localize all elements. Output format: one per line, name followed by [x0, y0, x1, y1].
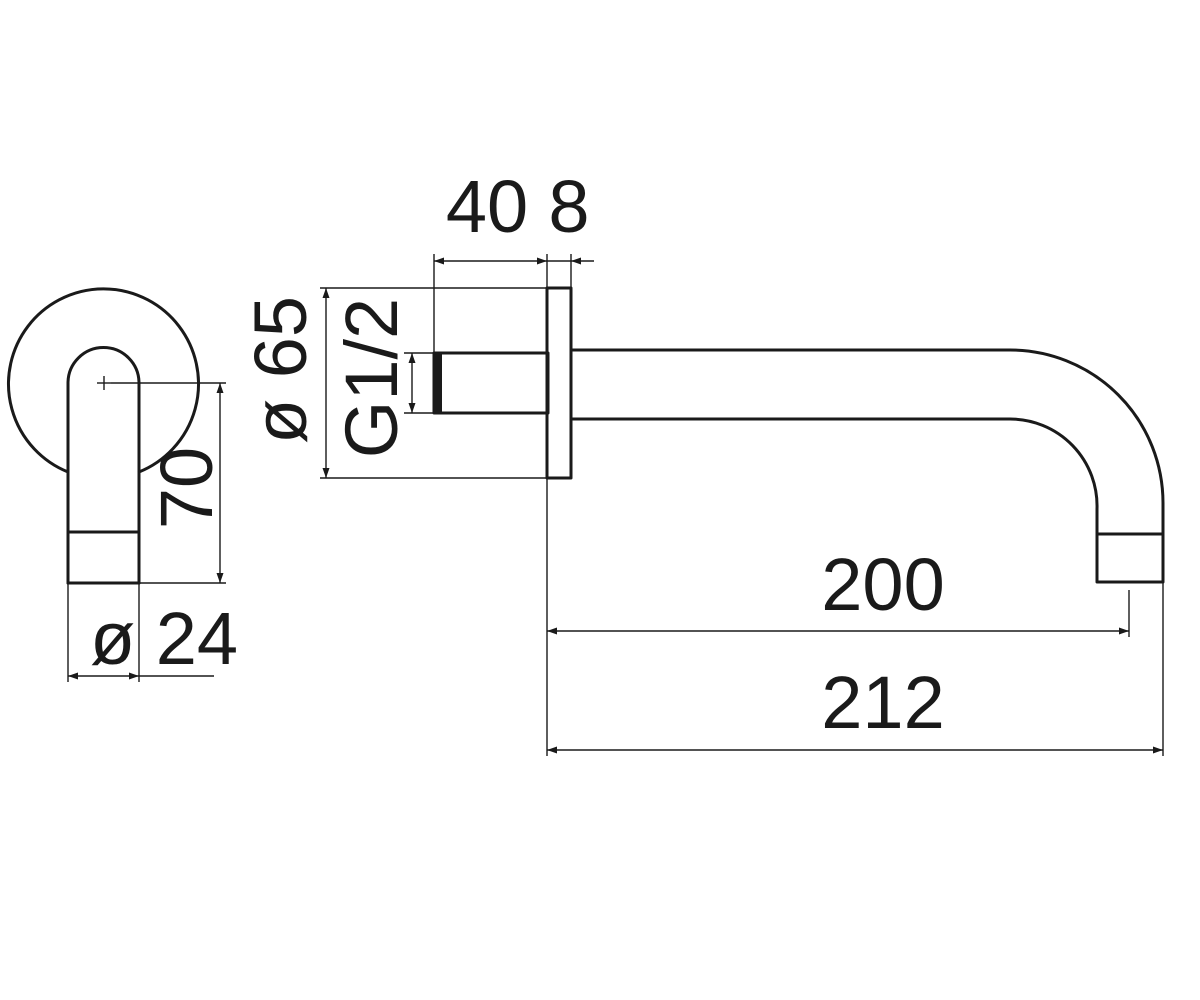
- dim-200-label: 200: [821, 543, 944, 626]
- dim-24-label: ø 24: [90, 597, 238, 680]
- dim-8-label: 8: [548, 165, 589, 248]
- dim-40-label: 40: [446, 165, 528, 248]
- front-view: 70 ø 24: [7, 287, 238, 682]
- dim-65-label: ø 65: [239, 296, 322, 444]
- side-view: 40 8 ø 65 G1/2 200 212: [239, 165, 1165, 756]
- side-spout-pipe: [569, 348, 1165, 584]
- dim-70-label: 70: [145, 447, 228, 529]
- dim-8-arrow: [571, 257, 581, 265]
- thread-label: G1/2: [330, 298, 413, 458]
- front-spout-outline: [66, 346, 141, 585]
- side-connector-tube: [432, 351, 550, 415]
- side-wall-flange: [545, 286, 573, 480]
- side-thread-band: [433, 352, 442, 414]
- front-flange-circle: [7, 287, 200, 474]
- dim-212-label: 212: [821, 661, 944, 744]
